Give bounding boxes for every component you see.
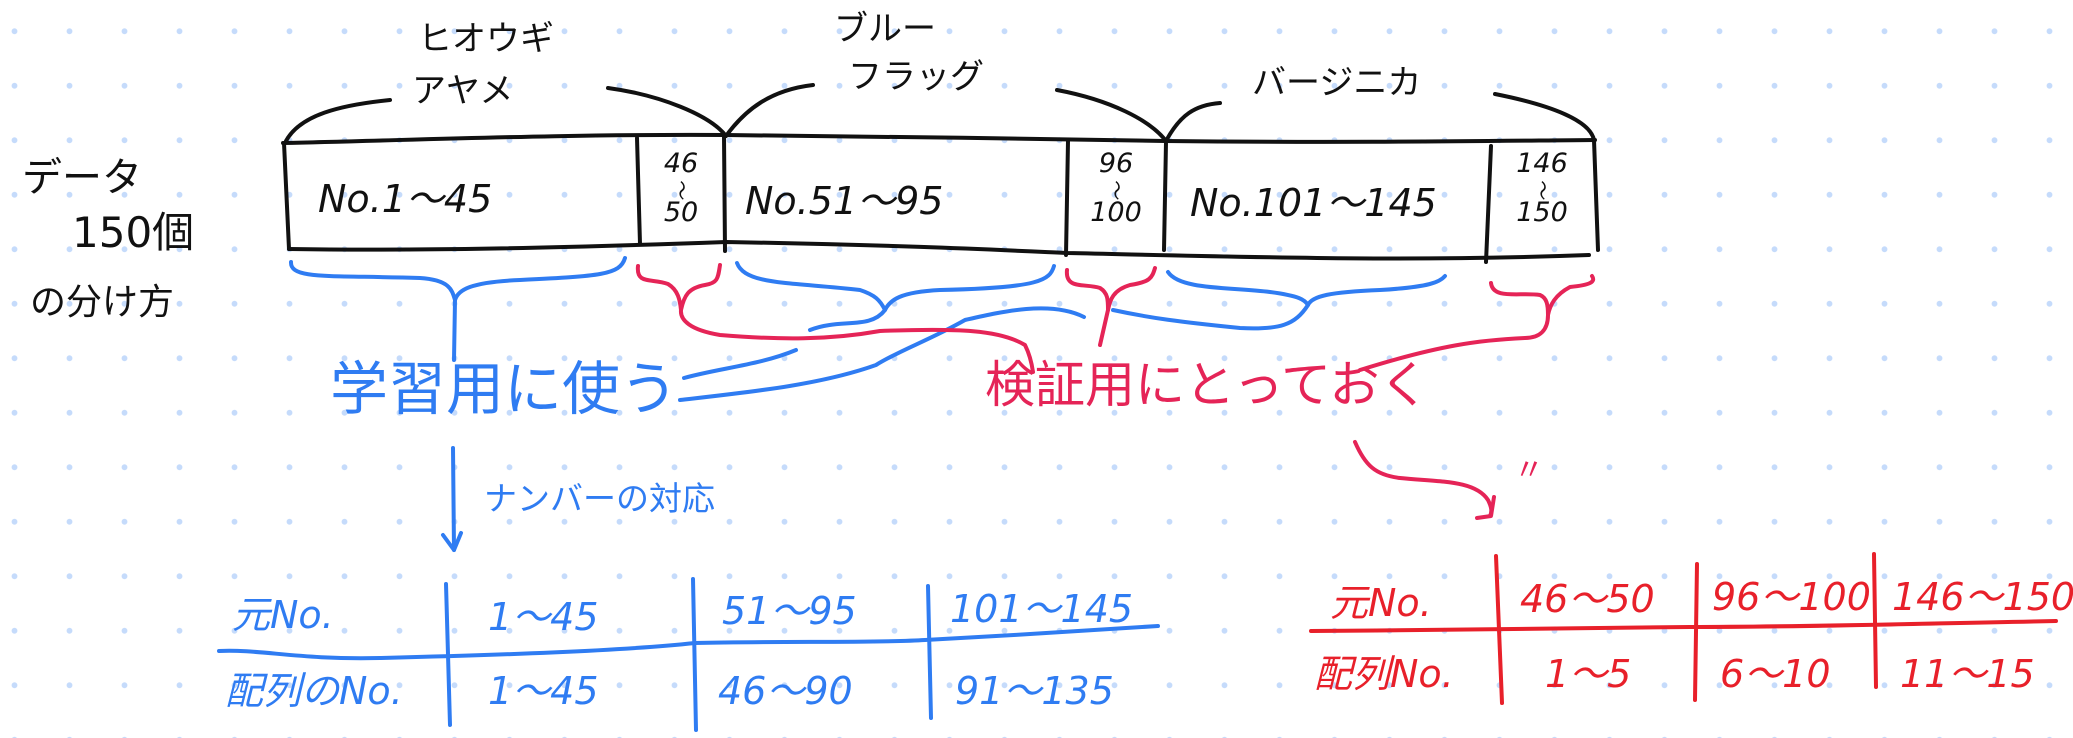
species-virginica: バージニカ [1252,63,1422,103]
species-braces [284,83,1596,143]
bar-cell-2: 46 〜 50 [641,148,721,229]
left-label-line2: 150個 [72,208,195,257]
species-versicolor-line1: ブルー [834,9,936,49]
training-row-header-array: 配列のNo. [225,669,403,713]
bar-cell-2-top: 46 [663,148,699,179]
bar-cell-5: No.101〜145 [1190,181,1437,225]
bar-cell-4-bottom: 100 [1090,197,1142,229]
validation-cell: 11〜15 [1900,652,2035,696]
left-label-line1: データ [22,155,142,201]
bar-cell-2-mid: 〜 [669,178,694,199]
training-cell: 101〜145 [950,587,1134,631]
validation-label: 検証用にとっておく [985,356,1430,414]
bar-cell-6-mid: 〜 [1530,178,1555,199]
validation-row-header-original: 元No. [1330,581,1432,625]
species-setosa-line1: ヒオウギ [418,19,554,59]
validation-cell: 6〜10 [1720,652,1831,696]
bar-cell-3: No.51〜95 [745,179,944,223]
species-versicolor-line2: フラッグ [848,57,984,97]
bar-cell-6: 146 〜 150 [1490,148,1594,229]
validation-row-header-array: 配列No. [1314,652,1454,696]
bar-cell-6-top: 146 [1516,148,1568,179]
training-braces [288,256,1447,402]
validation-cell: 146〜150 [1892,575,2073,619]
validation-cell: 1〜5 [1545,652,1632,696]
validation-braces [635,263,1596,374]
training-table-grid [217,577,1160,732]
validation-table-grid [1309,552,2058,705]
training-cell: 91〜135 [955,669,1114,713]
training-row-header-original: 元No. [232,593,334,637]
species-setosa-line2: アヤメ [412,71,514,111]
left-label-line3: の分け方 [30,282,175,323]
validation-arrow [1353,440,1496,520]
data-bar-outline [281,132,1600,264]
mapping-arrow [441,446,463,552]
training-cell: 1〜45 [488,669,599,713]
training-cell: 46〜90 [718,669,853,713]
validation-cell: 46〜50 [1520,577,1655,621]
bar-cell-4-mid: 〜 [1104,178,1129,199]
bar-cell-6-bottom: 150 [1516,197,1568,229]
validation-cell: 96〜100 [1712,575,1871,619]
mapping-label: ナンバーの対応 [484,479,715,518]
bar-cell-2-bottom: 50 [663,197,699,229]
training-cell: 1〜45 [488,595,599,639]
training-label: 学習用に使う [330,355,679,423]
bar-cell-1: No.1〜45 [318,177,493,221]
ditto-mark: 〃 [1514,453,1544,488]
training-cell: 51〜95 [722,589,857,633]
bar-cell-4: 96 〜 100 [1068,148,1164,229]
bar-cell-4-top: 96 [1098,148,1134,179]
